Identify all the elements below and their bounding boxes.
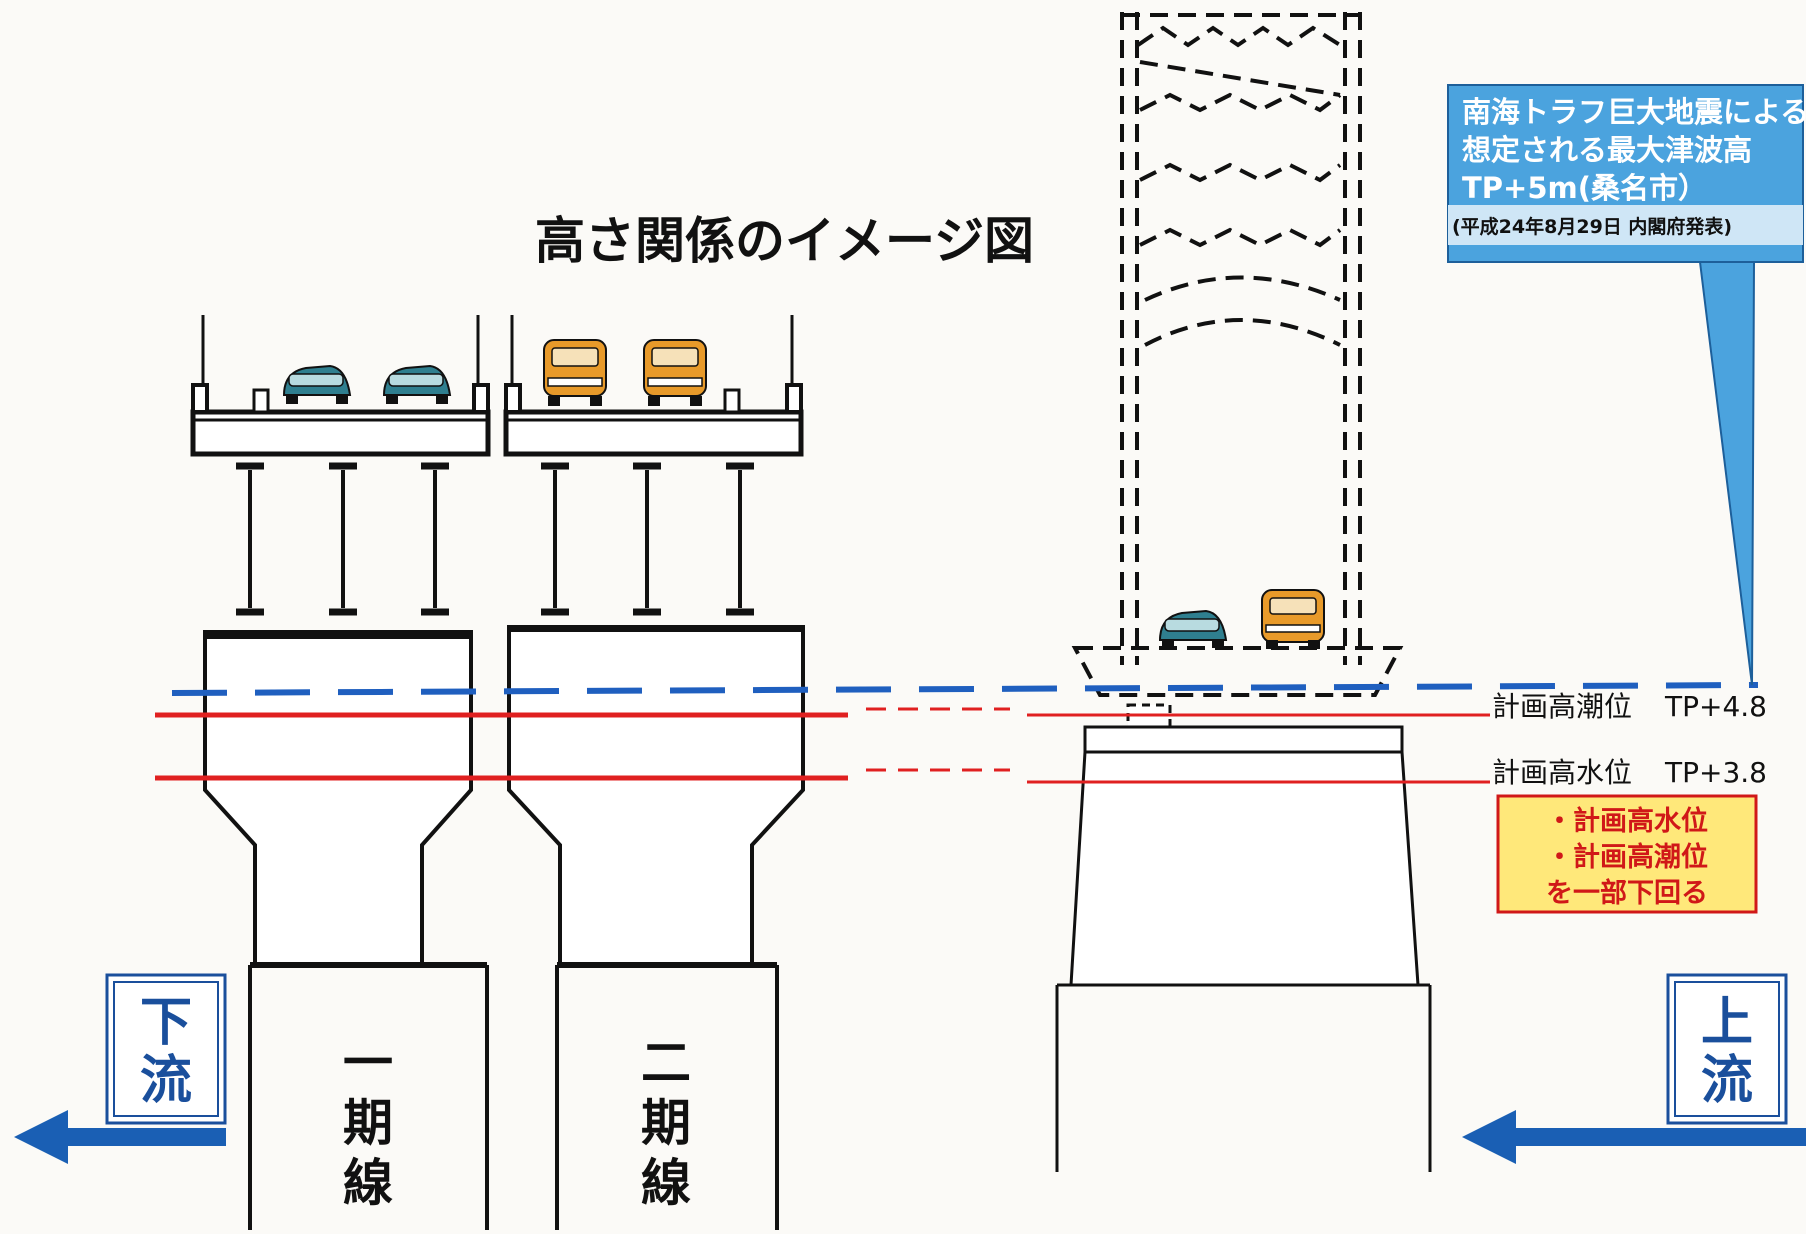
downstream-arrow [14,1110,226,1164]
downstream-char-1: 下 [140,993,192,1053]
note-line-3: を一部下回る [1546,877,1708,909]
second-line-pier [507,625,805,1230]
high-tide-name: 計画高潮位 [1492,690,1632,723]
new-pier [1055,703,1432,1172]
car-orange [643,339,707,406]
tsunami-height-line [171,682,1759,696]
upstream-char-2: 流 [1701,1051,1753,1111]
note-line-1: ・計画高水位 [1546,805,1708,837]
first-line-char-3: 線 [343,1154,393,1212]
high-water-name: 計画高水位 [1492,756,1632,789]
first-line-label: 一 期 線 [343,1034,393,1212]
second-line-char-2: 期 [641,1094,691,1152]
second-line-deck [503,315,804,457]
upstream-char-1: 上 [1701,993,1753,1053]
callout-line-2: 想定される最大津波高 [1462,133,1752,167]
first-line-char-1: 一 [343,1034,393,1092]
high-water-label: 計画高水位 TP+3.8 [1492,756,1767,789]
car-blue [382,364,452,404]
deck-columns [236,462,754,616]
high-tide-label: 計画高潮位 TP+4.8 [1492,690,1767,723]
diagram-title: 高さ関係のイメージ図 [535,212,1034,270]
upstream-label: 上 流 [1666,973,1788,1125]
high-tide-line [155,707,1490,718]
callout-line-1: 南海トラフ巨大地震による [1462,95,1806,129]
car-orange [543,339,607,406]
tsunami-callout: 南海トラフ巨大地震による 想定される最大津波高 TP+5m(桑名市） (平成24… [1447,84,1806,686]
planned-bridge-outline [1071,12,1404,697]
car-orange [1261,589,1325,649]
second-line-char-1: 二 [641,1034,691,1092]
callout-source: (平成24年8月29日 内閣府発表) [1452,215,1732,238]
first-line-deck [190,315,491,457]
high-tide-value: TP+4.8 [1664,690,1767,723]
second-line-char-3: 線 [641,1154,691,1212]
downstream-label: 下 流 [105,973,227,1125]
callout-line-3: TP+5m(桑名市） [1462,171,1707,205]
note-line-2: ・計画高潮位 [1546,841,1708,873]
downstream-char-2: 流 [140,1051,192,1111]
below-level-note: ・計画高水位 ・計画高潮位 を一部下回る [1496,794,1758,914]
high-water-value: TP+3.8 [1664,756,1767,789]
upstream-arrow [1462,1110,1806,1164]
car-blue [282,364,352,404]
first-line-char-2: 期 [343,1094,393,1152]
high-water-line [155,768,1490,784]
second-line-label: 二 期 線 [641,1034,691,1212]
car-blue [1158,609,1228,648]
